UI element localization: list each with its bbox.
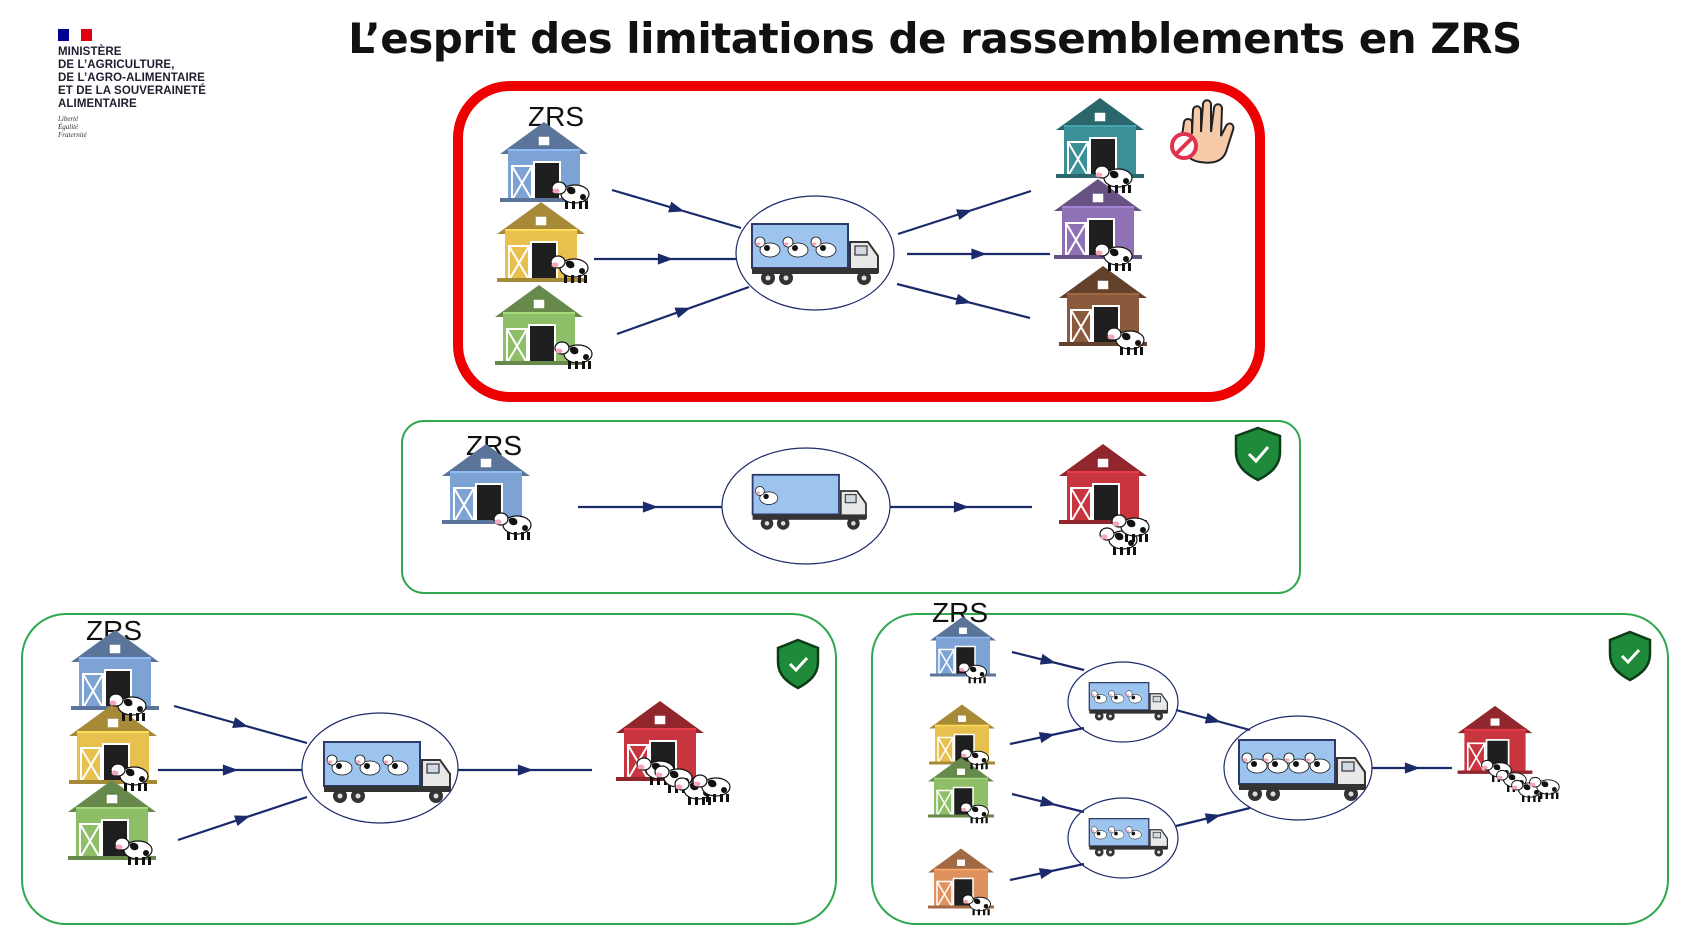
cow-icon — [108, 693, 147, 721]
arrowhead-icon — [222, 764, 239, 776]
livestock-truck-icon — [1088, 818, 1169, 857]
cow-icon — [1529, 776, 1560, 799]
cow-icon — [960, 748, 989, 770]
livestock-truck-icon — [1088, 682, 1169, 721]
ministry-name-line: DE L’AGRO-ALIMENTAIRE — [58, 72, 205, 84]
livestock-truck-icon — [751, 473, 867, 530]
allowed-scenario-frame — [871, 613, 1669, 925]
arrowhead-icon — [232, 717, 249, 728]
livestock-truck-icon — [751, 223, 879, 285]
arrowhead-icon — [1204, 712, 1221, 724]
arrowhead-icon — [517, 764, 534, 776]
livestock-truck-icon — [323, 741, 451, 803]
arrowhead-icon — [1039, 653, 1056, 665]
barn-icon — [928, 848, 994, 909]
shield-check-icon — [1234, 426, 1282, 482]
barn-icon — [1054, 179, 1142, 259]
forbidden-scenario-frame — [453, 81, 1265, 402]
livestock-truck-icon — [1238, 739, 1366, 801]
allowed-scenario-frame — [401, 420, 1301, 594]
cow-icon — [692, 774, 731, 802]
shield-check-icon — [1608, 630, 1652, 682]
arrowhead-icon — [1039, 795, 1056, 807]
ministry-name-line: DE L’AGRICULTURE, — [58, 59, 175, 71]
cow-icon — [114, 837, 153, 865]
cow-icon — [110, 763, 149, 791]
cow-icon — [554, 341, 593, 369]
arrowhead-icon — [956, 209, 973, 220]
shield-check-icon — [776, 638, 820, 690]
barn-icon — [442, 444, 530, 524]
cow-icon — [962, 894, 991, 916]
cow-icon — [1094, 243, 1133, 271]
barn-icon — [500, 122, 588, 202]
cow-icon — [1111, 514, 1150, 542]
allowed-scenario-frame — [21, 613, 837, 925]
cow-icon — [551, 181, 590, 209]
ministry-name-line: MINISTÈRE — [58, 46, 122, 58]
arrowhead-icon — [674, 307, 691, 319]
zone-label: ZRS — [528, 101, 584, 132]
arrowhead-icon — [657, 253, 674, 265]
motto-line: Liberté — [58, 115, 79, 123]
cow-icon — [550, 255, 589, 283]
arrowhead-icon — [953, 501, 970, 513]
arrowhead-icon — [971, 248, 987, 260]
arrowhead-icon — [955, 293, 972, 305]
page-title: L’esprit des limitations de rassemblemen… — [348, 14, 1522, 63]
arrowhead-icon — [1038, 868, 1056, 879]
cow-icon — [958, 662, 987, 684]
stop-hand-icon — [1170, 99, 1235, 164]
motto-line: Fraternité — [58, 131, 87, 139]
ministry-name-line: ET DE LA SOUVERAINETÉ — [58, 85, 206, 97]
arrowhead-icon — [1204, 813, 1221, 825]
arrowhead-icon — [668, 201, 685, 213]
cow-icon — [493, 512, 532, 540]
arrowhead-icon — [1404, 762, 1421, 774]
arrowhead-icon — [642, 501, 659, 513]
cow-icon — [1106, 327, 1145, 355]
cow-icon — [960, 802, 989, 824]
arrowhead-icon — [234, 815, 251, 827]
ministry-name-line: ALIMENTAIRE — [58, 98, 137, 110]
barn-icon — [495, 285, 583, 365]
cow-icon — [1094, 165, 1133, 193]
barn-icon — [1059, 444, 1147, 524]
ministry-logo: MINISTÈRE DE L’AGRICULTURE, DE L’AGRO-AL… — [58, 29, 258, 139]
motto-line: Égalité — [58, 123, 79, 131]
arrowhead-icon — [1038, 732, 1056, 743]
republic-motto: Liberté Égalité Fraternité — [58, 115, 258, 139]
cow-icon — [654, 765, 693, 793]
french-flag-icon — [58, 29, 92, 41]
